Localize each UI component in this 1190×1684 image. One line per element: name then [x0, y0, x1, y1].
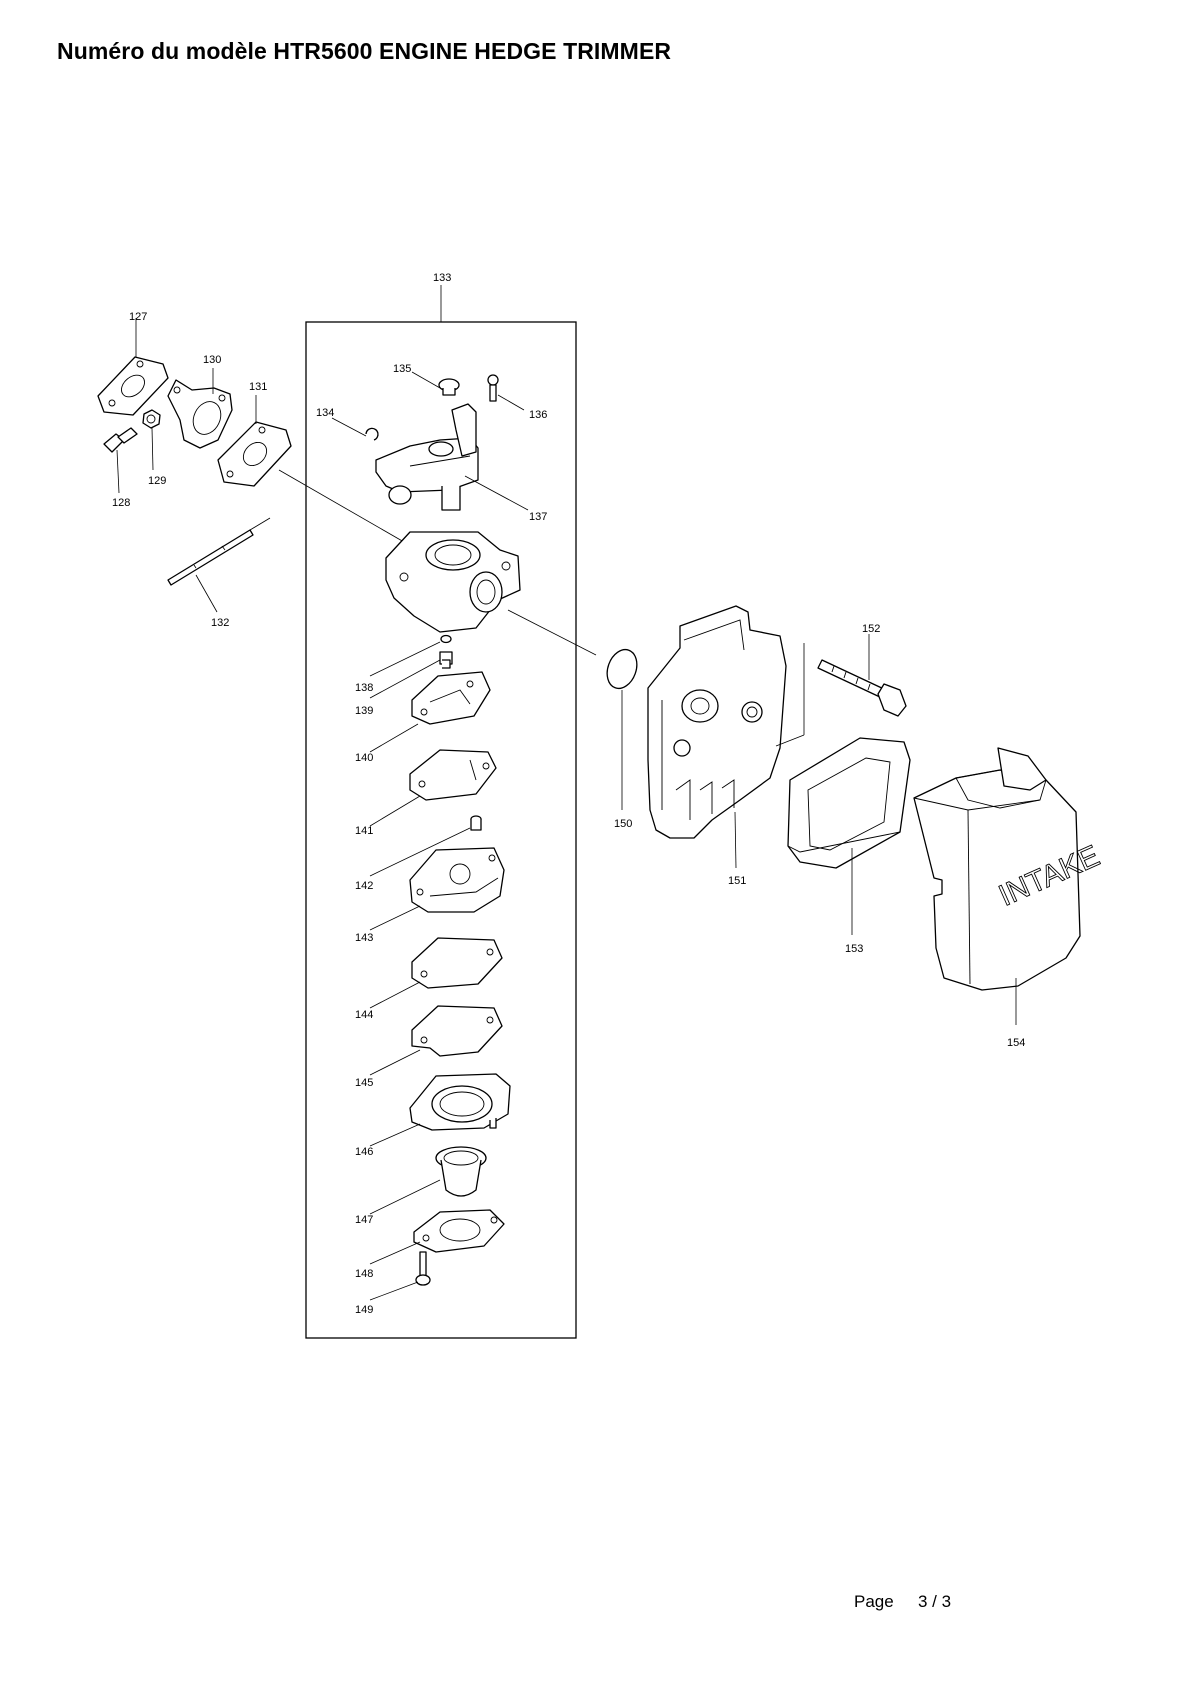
part-139-valve — [439, 651, 453, 669]
part-146-cover — [409, 1073, 511, 1131]
part-143-pump-body — [409, 847, 505, 913]
callout-131: 131 — [249, 381, 267, 393]
part-140-diaphragm — [411, 671, 491, 725]
page-number: 3 / 3 — [918, 1592, 952, 1611]
page-title: Numéro du modèle HTR5600 ENGINE HEDGE TR… — [57, 38, 672, 64]
part-152-bolt — [817, 659, 907, 717]
part-141-gasket — [409, 749, 497, 801]
callout-136: 136 — [529, 409, 547, 421]
part-127-gasket — [97, 356, 169, 416]
part-148-retainer — [413, 1209, 505, 1253]
callout-142: 142 — [355, 880, 373, 892]
part-128-bolt — [103, 427, 138, 453]
part-137-lever-assembly — [375, 403, 479, 511]
part-145-gasket — [411, 1005, 503, 1057]
part-142-pin — [470, 815, 482, 831]
part-130-insulator — [167, 379, 233, 449]
callout-139: 139 — [355, 705, 373, 717]
callout-133: 133 — [433, 272, 451, 284]
part-136-screw — [487, 374, 499, 402]
callout-143: 143 — [355, 932, 373, 944]
part-134-clip — [365, 427, 379, 441]
callout-135: 135 — [393, 363, 411, 375]
callout-140: 140 — [355, 752, 373, 764]
callout-130: 130 — [203, 354, 221, 366]
part-144-diaphragm — [411, 937, 503, 989]
page-label: Page — [854, 1592, 894, 1611]
callout-152: 152 — [862, 623, 880, 635]
callout-141: 141 — [355, 825, 373, 837]
callout-148: 148 — [355, 1268, 373, 1280]
callout-132: 132 — [211, 617, 229, 629]
part-131-gasket — [217, 421, 292, 487]
callout-145: 145 — [355, 1077, 373, 1089]
callout-149: 149 — [355, 1304, 373, 1316]
callout-134: 134 — [316, 407, 334, 419]
callout-153: 153 — [845, 943, 863, 955]
callout-138: 138 — [355, 682, 373, 694]
callout-144: 144 — [355, 1009, 373, 1021]
callout-147: 147 — [355, 1214, 373, 1226]
callout-129: 129 — [148, 475, 166, 487]
part-132-shaft — [167, 517, 271, 586]
part-151-air-cleaner-base — [647, 605, 787, 839]
part-147-primer-bulb — [435, 1146, 487, 1197]
part-138-o-ring — [440, 634, 452, 644]
part-149-screw — [415, 1251, 431, 1286]
callout-151: 151 — [728, 875, 746, 887]
callout-137: 137 — [529, 511, 547, 523]
callout-154: 154 — [1007, 1037, 1025, 1049]
callout-146: 146 — [355, 1146, 373, 1158]
part-153-filter-element — [787, 737, 911, 869]
part-154-air-cleaner-cover: INTAKE — [913, 747, 1105, 991]
part-carburetor-body — [385, 531, 521, 633]
part-150-o-ring — [606, 648, 638, 690]
part-129-nut — [142, 409, 161, 429]
part-135-screw — [438, 378, 460, 396]
callout-150: 150 — [614, 818, 632, 830]
callout-127: 127 — [129, 311, 147, 323]
callout-128: 128 — [112, 497, 130, 509]
